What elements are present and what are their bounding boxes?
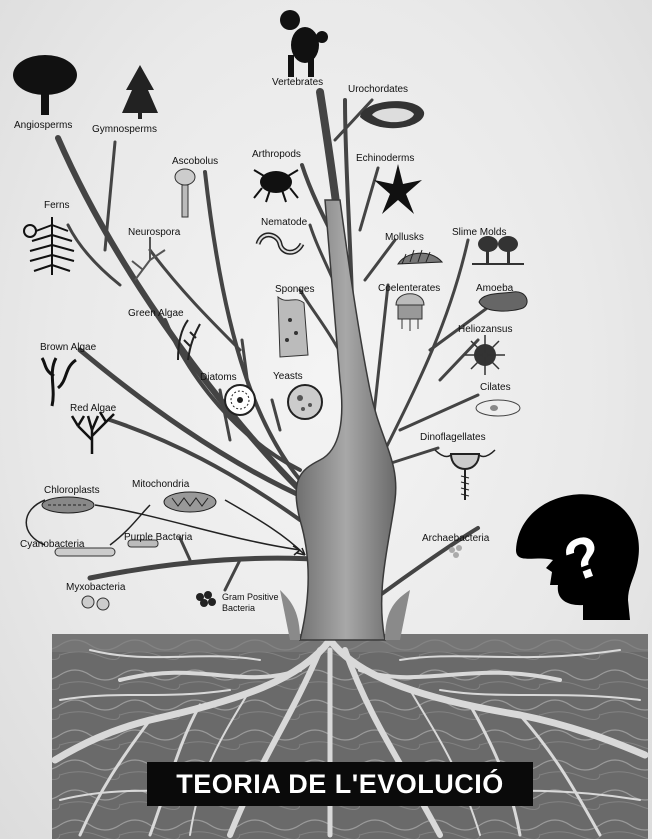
trunk xyxy=(296,200,396,640)
label-ciliates: Cilates xyxy=(480,382,511,393)
slime-mold-icon xyxy=(472,236,524,264)
head-question-icon: ? xyxy=(516,494,639,620)
label-archaebacteria: Archaebacteria xyxy=(422,533,490,544)
label-slime-molds: Slime Molds xyxy=(452,227,506,238)
label-urochordates: Urochordates xyxy=(348,84,408,95)
chloroplast-icon xyxy=(42,497,94,513)
red-seaweed-icon xyxy=(72,412,114,454)
sun-animalcule-icon xyxy=(465,335,505,375)
label-coelenterates: Coelenterates xyxy=(378,283,440,294)
sponge-icon xyxy=(278,297,308,357)
mold-icon xyxy=(132,237,165,280)
label-mitochondria: Mitochondria xyxy=(132,479,190,490)
mite-icon xyxy=(254,170,298,202)
label-echinoderms: Echinoderms xyxy=(356,153,414,164)
seaweed-icon xyxy=(42,358,76,406)
fern-icon xyxy=(24,217,74,275)
tunicate-icon xyxy=(360,101,424,128)
label-arthropods: Arthropods xyxy=(252,149,301,160)
label-dinoflagellates: Dinoflagellates xyxy=(420,432,486,443)
worm-icon xyxy=(258,235,302,252)
starfish-icon xyxy=(374,164,422,214)
label-nematode: Nematode xyxy=(261,217,308,228)
tree-icon xyxy=(13,55,77,115)
label-diatoms: Diatoms xyxy=(200,372,237,383)
label-mollusks: Mollusks xyxy=(385,232,424,243)
roots-area xyxy=(52,634,648,839)
label-purple-bacteria: Purple Bacteria xyxy=(124,532,193,543)
label-gram-positive-bacteria: Bacteria xyxy=(222,603,255,613)
jellyfish-icon xyxy=(396,294,424,331)
yeast-icon xyxy=(288,385,322,419)
poodle-icon xyxy=(280,10,328,77)
page-title: TEORIA DE L'EVOLUCIÓ xyxy=(147,762,533,806)
label-myxobacteria: Myxobacteria xyxy=(66,582,126,593)
snail-icon xyxy=(398,250,442,264)
amoeba-icon xyxy=(479,292,527,311)
mushroom-icon xyxy=(175,169,195,217)
label-heliozansus: Heliozansus xyxy=(458,324,512,335)
label-vertebrates: Vertebrates xyxy=(272,77,323,88)
ciliate-icon xyxy=(476,400,520,416)
diatom-icon xyxy=(225,385,255,415)
label-cyanobacteria: Cyanobacteria xyxy=(20,539,85,550)
label-brown-algae: Brown Algae xyxy=(40,342,97,353)
label-sponges: Sponges xyxy=(275,284,314,295)
label-yeasts: Yeasts xyxy=(273,371,303,382)
label-green-algae: Green Algae xyxy=(128,308,184,319)
label-amoeba: Amoeba xyxy=(476,283,514,294)
label-ascobolus: Ascobolus xyxy=(172,156,218,167)
label-red-algae: Red Algae xyxy=(70,403,117,414)
label-angiosperms: Angiosperms xyxy=(14,120,72,131)
dinoflagellate-icon xyxy=(435,450,495,500)
label-gram-positive: Gram Positive xyxy=(222,592,279,602)
conifer-icon xyxy=(122,65,158,119)
mitochondrion-icon xyxy=(164,492,216,512)
label-chloroplasts: Chloroplasts xyxy=(44,485,100,496)
label-gymnosperms: Gymnosperms xyxy=(92,124,157,135)
label-neurospora: Neurospora xyxy=(128,227,181,238)
label-ferns: Ferns xyxy=(44,200,70,211)
